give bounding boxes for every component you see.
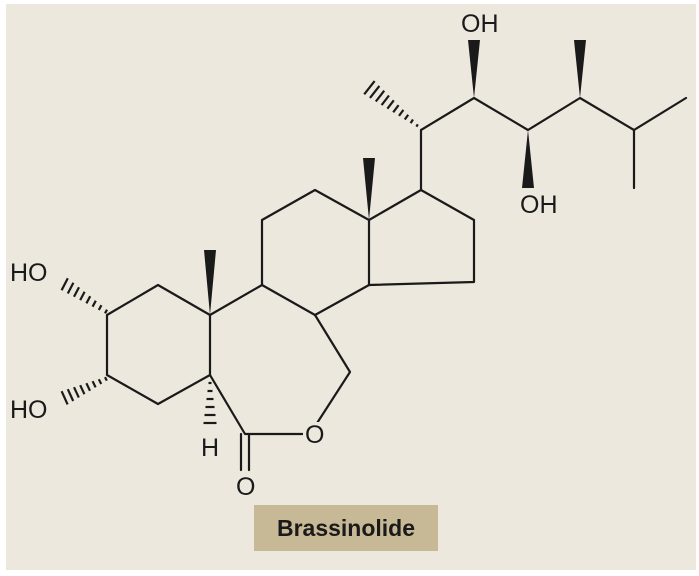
methyl-wedge-c13: [363, 158, 375, 220]
ho-upper-label: HO: [10, 259, 48, 287]
compound-name-label: Brassinolide: [254, 505, 438, 551]
ring-oxygen-label: O: [305, 421, 324, 449]
oh-wedge-c22: [468, 40, 480, 98]
oh-top-label: OH: [461, 10, 499, 38]
oh-wedge-c23: [522, 130, 534, 188]
label-masks: [303, 422, 325, 448]
methyl-wedge-c24: [574, 40, 586, 98]
oh-side-label: OH: [520, 191, 558, 219]
methyl-wedge-c10: [204, 250, 216, 315]
skeleton-bonds: [105, 96, 688, 472]
atom-labels: OH OH HO HO O O H: [10, 10, 558, 501]
hash-bonds: [60, 80, 419, 425]
hydrogen-label: H: [201, 434, 219, 462]
carbonyl-oxygen-label: O: [236, 473, 255, 501]
wedge-bonds: [204, 40, 586, 315]
ho-lower-label: HO: [10, 396, 48, 424]
